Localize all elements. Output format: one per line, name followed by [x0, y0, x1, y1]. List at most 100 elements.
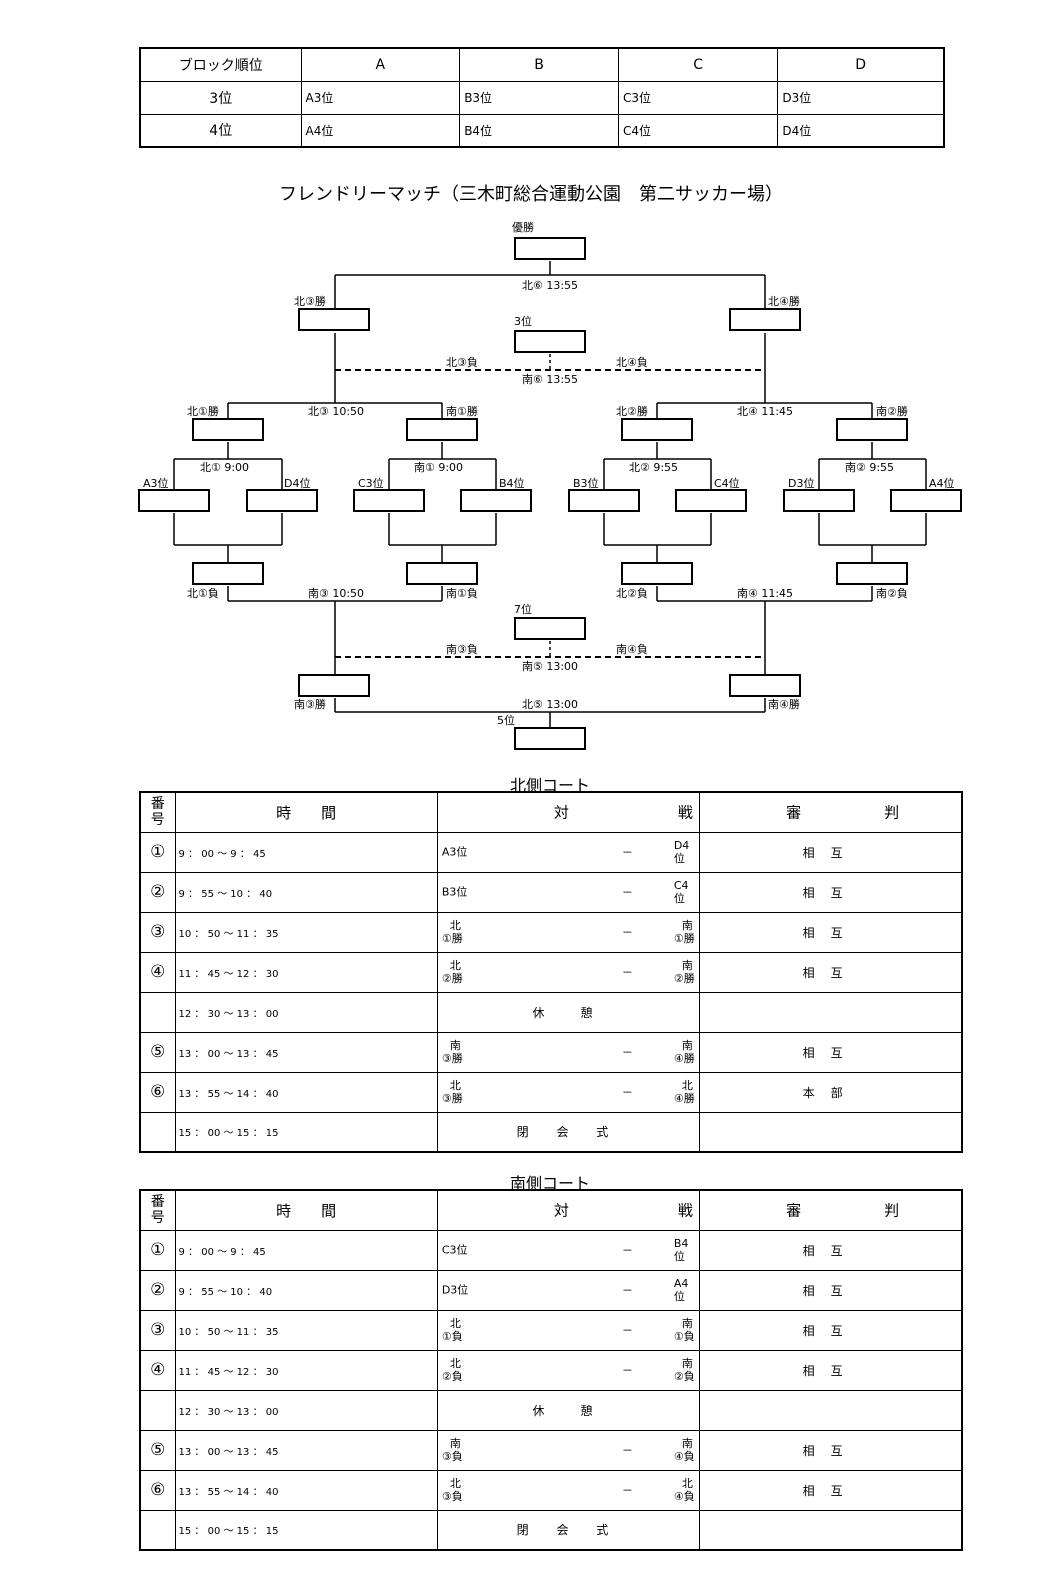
match-time: 13 ： 00 ～ 13 ： 45	[174, 1031, 438, 1073]
referee: 相互	[699, 1031, 963, 1073]
fifth-place-label: 5位	[497, 714, 515, 727]
rank-cell: C4位	[617, 113, 779, 148]
s3-lose-label: 南③負	[446, 643, 478, 656]
match-dash: －	[621, 1324, 633, 1337]
match-away: A4位	[673, 1277, 689, 1303]
match-dash: －	[621, 846, 633, 859]
team-box-d4	[246, 489, 318, 512]
n2-lose-box	[621, 562, 693, 585]
referee: 相互	[699, 1229, 963, 1271]
n3-win-box	[298, 308, 370, 331]
match-time: 13 ： 00 ～ 13 ： 45	[174, 1429, 438, 1471]
rank-cell: B4位	[459, 113, 619, 148]
match-time: 9 ： 00 ～ 9 ： 45	[174, 1229, 438, 1271]
seventh-place-label: 7位	[514, 603, 532, 616]
match-home-result: ②勝	[441, 972, 463, 985]
rank-cell: D4位	[777, 113, 945, 148]
match-away-result: ②負	[673, 1370, 695, 1383]
match-dash: －	[621, 1046, 633, 1059]
match-away: D4位	[673, 839, 690, 865]
match-dash: －	[621, 1444, 633, 1457]
match-number: ①	[139, 831, 176, 873]
schedule-match: A3位－D4位	[436, 831, 701, 873]
north-court-title: 北側コート	[509, 776, 590, 795]
match-away-side: 北	[681, 1079, 693, 1092]
team-box-d3	[783, 489, 855, 512]
match-number: ⑤	[139, 1429, 176, 1471]
referee: 相互	[699, 1429, 963, 1471]
champion-label: 優勝	[512, 221, 534, 234]
match-time: 15 ： 00 ～ 15 ： 15	[174, 1509, 438, 1551]
s2-match-label: 南② 9:55	[845, 461, 895, 474]
match-number: ⑥	[139, 1071, 176, 1113]
team-box-c3	[353, 489, 425, 512]
referee: 相互	[699, 1309, 963, 1351]
header-match-right: 戦	[677, 1201, 693, 1220]
match-time: 12 ： 30 ～ 13 ： 00	[174, 1389, 438, 1431]
rank-table-header: ブロック順位 A B C D	[139, 47, 945, 82]
match-number: ⑥	[139, 1469, 176, 1511]
n3-win-label: 北③勝	[294, 295, 326, 308]
rank-cell: A3位	[300, 80, 461, 115]
match-time: 9 ： 55 ～ 10 ： 40	[174, 1269, 438, 1311]
n3-lose-label: 北③負	[446, 356, 478, 369]
match-away-side: 南	[681, 919, 693, 932]
rank-cell: A4位	[300, 113, 461, 148]
match-dash: －	[621, 966, 633, 979]
third-place-box	[514, 330, 586, 353]
match-home-side: 北	[449, 1357, 461, 1370]
header-referee-right: 判	[884, 803, 900, 822]
s1-match-label: 南① 9:00	[414, 461, 464, 474]
s2-lose-box	[836, 562, 908, 585]
s4-win-box	[729, 674, 801, 697]
referee: 相互	[699, 911, 963, 953]
match-away-side: 北	[681, 1477, 693, 1490]
match-home-result: ③負	[441, 1450, 463, 1463]
match-number	[139, 1389, 176, 1431]
schedule-event: 休 憩	[436, 1389, 701, 1431]
n1-win-box	[192, 418, 264, 441]
match-home: B3位	[441, 885, 468, 899]
fifth-place-box	[514, 727, 586, 750]
match-away-side: 南	[681, 1437, 693, 1450]
bracket-lines	[173, 261, 927, 727]
match-time: 10 ： 50 ～ 11 ： 35	[174, 911, 438, 953]
team-label-b4: B4位	[499, 477, 525, 490]
match-home: D3位	[441, 1283, 469, 1297]
header-c: C	[617, 47, 779, 82]
match-number: ①	[139, 1229, 176, 1271]
header-referee-left: 審	[786, 803, 802, 822]
header-referee-left: 審	[786, 1201, 802, 1220]
match-away-result: ②勝	[673, 972, 695, 985]
header-a: A	[300, 47, 461, 82]
referee: 相互	[699, 1269, 963, 1311]
match-time: 15 ： 00 ～ 15 ： 15	[174, 1111, 438, 1153]
referee	[699, 1389, 963, 1431]
match-home-result: ③勝	[441, 1092, 463, 1105]
match-home-side: 北	[449, 919, 461, 932]
header-match: 対戦	[436, 791, 701, 833]
schedule-match: B3位－C4位	[436, 871, 701, 913]
n4-win-label: 北④勝	[768, 295, 800, 308]
